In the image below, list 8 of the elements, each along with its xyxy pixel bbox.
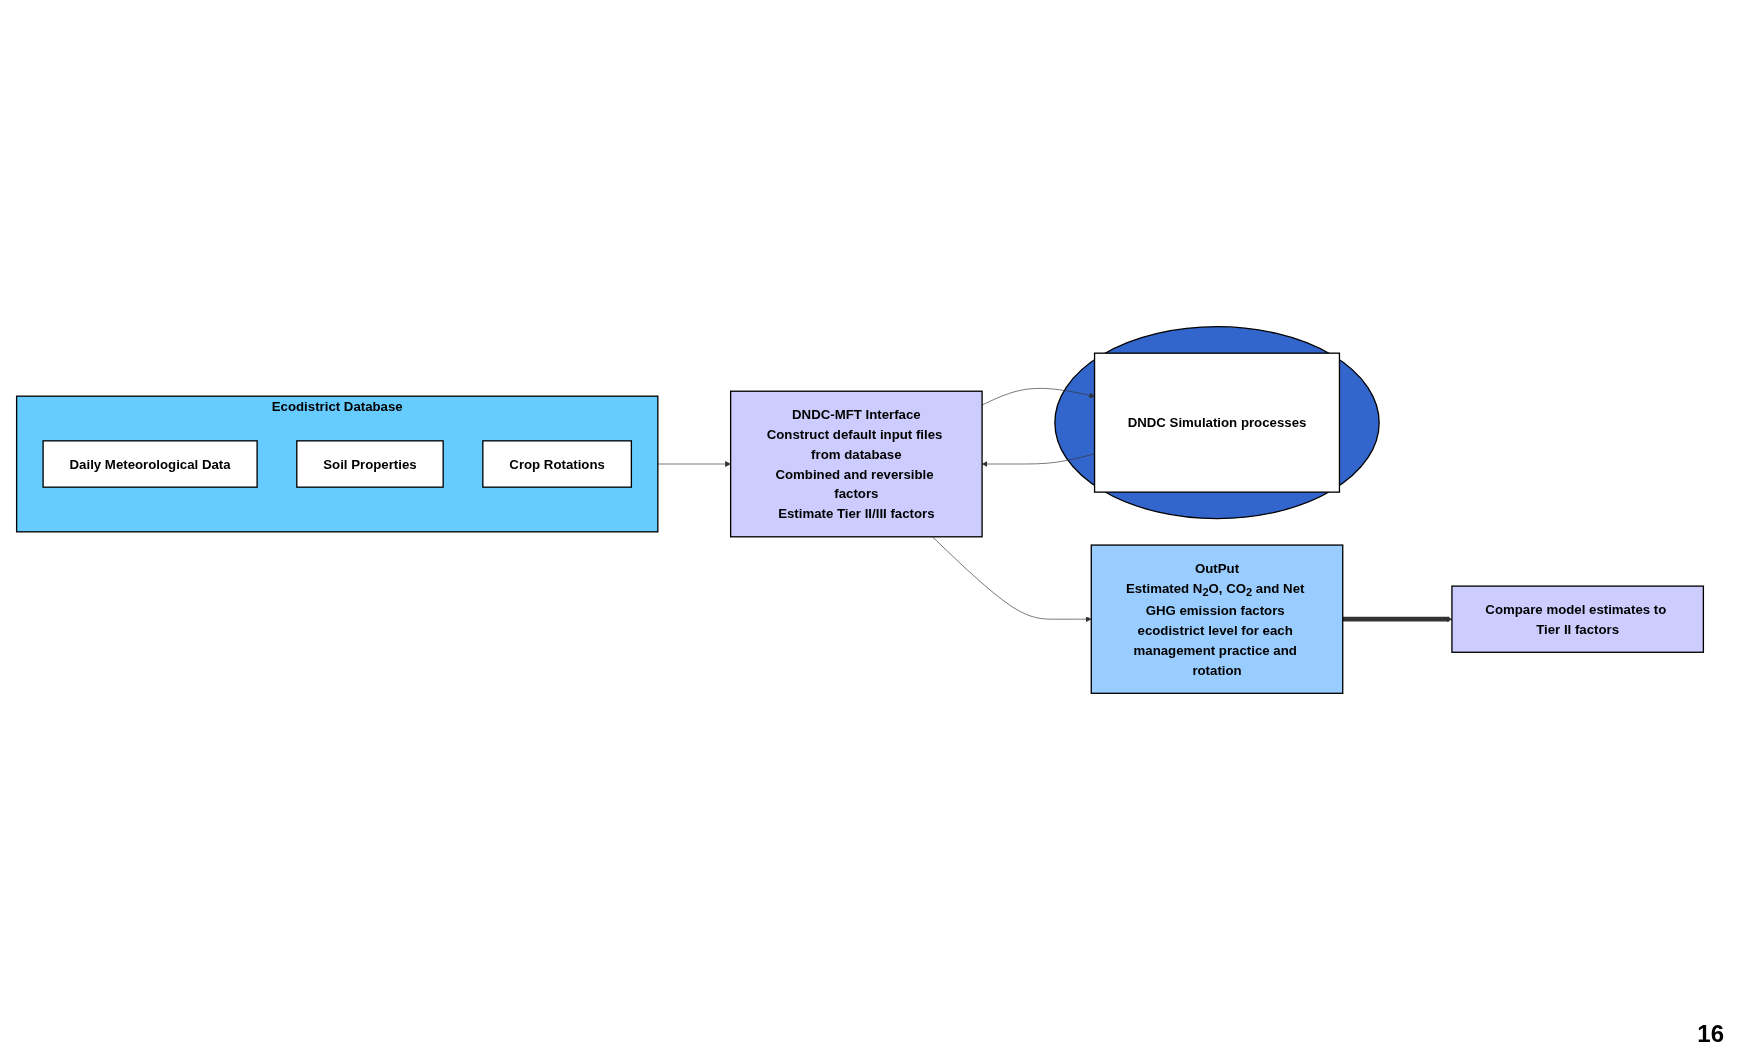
- node-box: DNDC Simulation processes: [1093, 352, 1341, 493]
- page-number: 16: [1697, 1020, 1724, 1047]
- node-box: OutPut Estimated N$_{2}$O, CO$_{2}$ and Net GHG emission factors ecodistrict level for each management practice and rotation: [1090, 544, 1344, 694]
- node-box: Compare model estimates to Tier II factors: [1451, 585, 1705, 653]
- node-box: DNDC-MFT Interface Construct default input files from database Combined and reversible factors Estimate Tier II/III factors: [729, 390, 983, 538]
- node-box: Daily Meteorological Data: [42, 440, 258, 488]
- node-box: Soil Properties: [296, 440, 444, 488]
- node-box: Crop Rotations: [482, 440, 633, 488]
